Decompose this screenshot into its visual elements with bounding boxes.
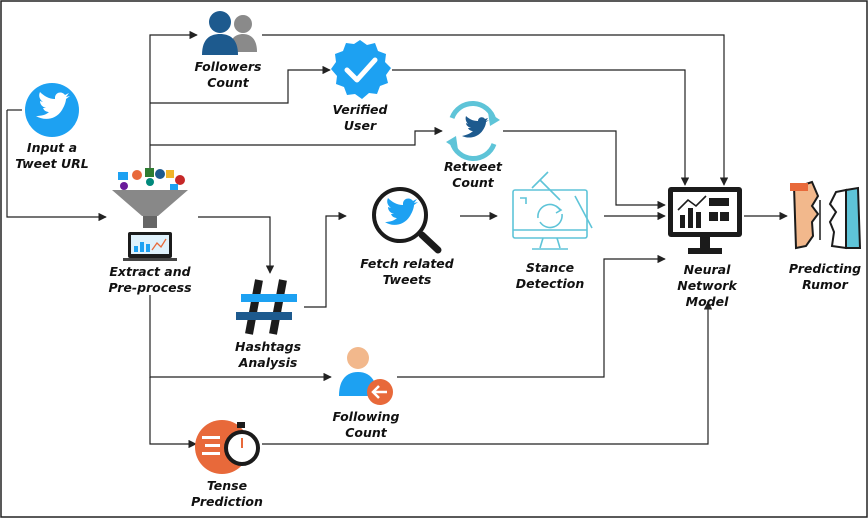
data-funnel-icon (112, 168, 188, 261)
search-tweet-icon (372, 187, 442, 254)
users-icon (202, 11, 257, 55)
retweet-icon (446, 100, 500, 162)
twitter-bird-icon (25, 83, 79, 137)
arrow-followers-to-nn (262, 34, 729, 186)
stopwatch-icon (195, 420, 260, 474)
user-arrow-icon (339, 347, 393, 405)
monitor-chart-icon (668, 187, 742, 254)
connectors (6, 30, 788, 449)
arrow-following-to-nn (397, 254, 666, 378)
arrow-extract-to-hashtags (198, 216, 275, 274)
arrow-extract-to-verified (150, 65, 331, 104)
verified-badge-icon (331, 40, 391, 99)
arrow-extract-to-followers (149, 30, 198, 175)
stance-monitor-icon (512, 171, 593, 250)
arrow-extract-to-retweet (150, 126, 443, 146)
hashtag-icon (236, 279, 297, 335)
arrow-retweet-to-nn (503, 130, 666, 210)
arrow-input-to-extract (6, 110, 107, 222)
arrow-extract-to-tense (149, 377, 197, 449)
arrow-tense-to-nn (262, 301, 713, 445)
arrow-hashtags-to-fetch (304, 211, 347, 308)
faces-icon (790, 180, 862, 250)
arrow-verified-to-nn (392, 69, 690, 186)
